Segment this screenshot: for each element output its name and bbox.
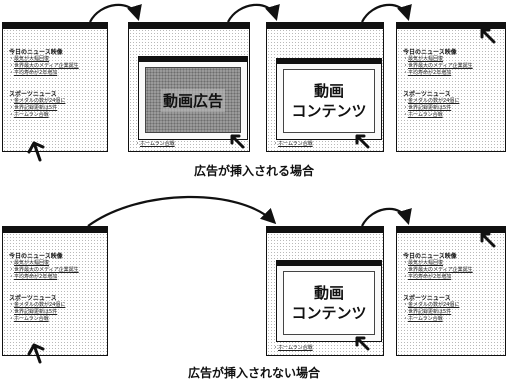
caption-top: 広告が挿入される場合: [193, 164, 314, 178]
mouse-cursor-icon: [480, 28, 496, 44]
mouse-cursor-icon: [355, 336, 370, 351]
curved-arrow-icon: [361, 3, 412, 23]
sports-item[interactable]: ・ホームラン合戦: [273, 141, 313, 147]
sports-item[interactable]: ・世界記録更新は5件: [9, 105, 58, 111]
news-item[interactable]: ・平均寿命が2年増加: [9, 70, 58, 76]
caption-bottom: 広告が挿入されない場合: [187, 366, 320, 380]
sports-item[interactable]: ・ホームラン合戦: [9, 112, 49, 118]
video-content-area: 動画 コンテンツ: [283, 271, 375, 335]
title-bar: [2, 22, 108, 29]
news-item[interactable]: ・平均寿命が2年増加: [403, 70, 452, 76]
news-heading: 今日のニュース映像: [403, 49, 457, 56]
curved-arrow-icon: [227, 3, 280, 23]
title-bar: [128, 22, 250, 29]
video-ad-area: 動画広告: [145, 67, 241, 133]
mouse-cursor-icon: [355, 134, 370, 149]
sports-item[interactable]: ・金メダルの数が24個に: [9, 98, 66, 104]
sports-heading: スポーツニュース: [9, 295, 57, 302]
sports-item[interactable]: ・世界記録更新は5件: [9, 309, 58, 315]
news-item[interactable]: ・世界最大のメディア企業誕生: [9, 63, 79, 69]
sports-item[interactable]: ・ホームラン合戦: [403, 112, 443, 118]
sports-item[interactable]: ・金メダルの数が24個に: [9, 302, 66, 308]
curved-arrow-icon: [87, 195, 277, 227]
news-heading: 今日のニュース映像: [9, 253, 63, 260]
news-heading: 今日のニュース映像: [9, 49, 63, 56]
sports-heading: スポーツニュース: [9, 91, 57, 98]
news-heading: 今日のニュース映像: [403, 253, 457, 260]
mouse-cursor-icon: [230, 134, 245, 149]
news-item[interactable]: ・世界最大のメディア企業誕生: [403, 63, 473, 69]
video-content-line-2: コンテンツ: [291, 102, 367, 120]
sports-item[interactable]: ・ホームラン合戦: [403, 316, 443, 322]
news-item[interactable]: ・平均寿命が2年増加: [403, 274, 452, 280]
curved-arrow-icon: [361, 207, 412, 227]
mouse-cursor-icon: [27, 343, 45, 364]
sports-item[interactable]: ・ホームラン合戦: [135, 141, 175, 147]
video-content-window: 動画 コンテンツ: [276, 58, 382, 140]
video-ad-title-bar: [138, 56, 248, 62]
screen-page-bottom-3: 今日のニュース映像 ・最気が大幅回復 ・世界最大のメディア企業誕生 ・平均寿命が…: [396, 226, 506, 356]
title-bar: [396, 22, 506, 29]
sports-item[interactable]: ・ホームラン合戦: [9, 316, 49, 322]
sports-item[interactable]: ・金メダルの数が24個に: [403, 302, 460, 308]
title-bar: [266, 22, 384, 29]
video-content-title-bar: [276, 58, 382, 64]
video-content-line-2: コンテンツ: [291, 304, 367, 322]
screen-page-top-4: 今日のニュース映像 ・最気が大幅回復 ・世界最大のメディア企業誕生 ・平均寿命が…: [396, 22, 506, 152]
video-content-line-1: 動画: [313, 284, 344, 302]
news-item[interactable]: ・最気が大幅回復: [9, 260, 50, 266]
news-item[interactable]: ・最気が大幅回復: [403, 56, 444, 62]
news-item[interactable]: ・最気が大幅回復: [403, 260, 444, 266]
screen-page-top-1: 今日のニュース映像 ・最気が大幅回復 ・世界最大のメディア企業誕生 ・平均寿命が…: [2, 22, 108, 152]
video-content-area: 動画 コンテンツ: [283, 69, 375, 133]
sports-item[interactable]: ・世界記録更新は5件: [403, 309, 452, 315]
curved-arrow-icon: [89, 3, 142, 23]
title-bar: [266, 226, 384, 233]
news-item[interactable]: ・平均寿命が2年増加: [9, 274, 58, 280]
sports-item[interactable]: ・金メダルの数が24個に: [403, 98, 460, 104]
news-item[interactable]: ・最気が大幅回復: [9, 56, 50, 62]
video-content-title-bar: [276, 260, 382, 266]
title-bar: [2, 226, 108, 233]
screen-page-bottom-1: 今日のニュース映像 ・最気が大幅回復 ・世界最大のメディア企業誕生 ・平均寿命が…: [2, 226, 108, 356]
sports-item[interactable]: ・世界記録更新は5件: [403, 105, 452, 111]
title-bar: [396, 226, 506, 233]
sports-heading: スポーツニュース: [403, 91, 451, 98]
news-item[interactable]: ・世界最大のメディア企業誕生: [403, 267, 473, 273]
video-ad-window: 動画広告: [138, 56, 248, 140]
news-item[interactable]: ・世界最大のメディア企業誕生: [9, 267, 79, 273]
video-content-line-1: 動画: [313, 82, 344, 100]
sports-item[interactable]: ・ホームラン合戦: [273, 345, 313, 351]
mouse-cursor-icon: [27, 141, 45, 162]
sports-heading: スポーツニュース: [403, 295, 451, 302]
video-content-window: 動画 コンテンツ: [276, 260, 382, 342]
video-ad-label: 動画広告: [160, 88, 225, 112]
mouse-cursor-icon: [480, 232, 496, 248]
